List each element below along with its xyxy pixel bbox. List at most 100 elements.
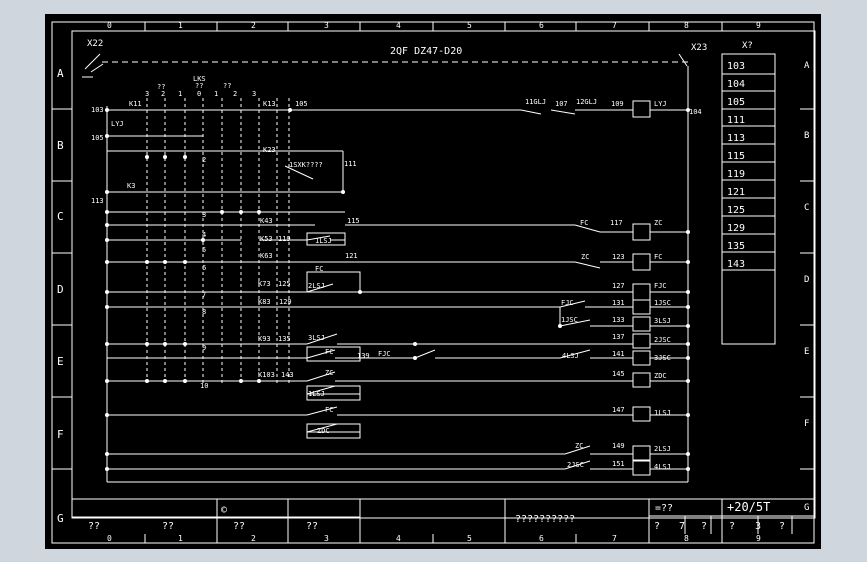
title-cell: ?? [88, 521, 100, 532]
wire-label: LYJ [111, 120, 124, 128]
col-label-top-9: 9 [756, 21, 761, 30]
wire-label: 129 [279, 298, 292, 306]
wire-label: 137 [612, 333, 625, 341]
title-block: © ?? ?? ?? ?? ?????????? =?? +20/5T ? 7 … [88, 500, 785, 532]
title-cell: ?? [306, 521, 318, 532]
switch-contact-label: 7 [202, 291, 206, 299]
row-label-left-c: C [57, 210, 64, 223]
col-label-top-8: 8 [684, 21, 689, 30]
switch-lks-sub: ?? [195, 82, 203, 90]
col-label-bottom-3: 3 [324, 534, 329, 543]
scale-label: =?? [655, 503, 673, 514]
wire-label: K13 [263, 100, 276, 108]
col-label-bottom-2: 2 [251, 534, 256, 543]
row-label-right-e: E [804, 347, 809, 357]
switch-pos-label: 1 [214, 90, 218, 98]
wire-label: 117 [610, 219, 623, 227]
row-labels: A B C D E F G A B C D E F G [57, 61, 810, 525]
terminal-item: 113 [727, 133, 745, 144]
row-label-right-c: C [804, 203, 809, 213]
wire-label: 111 [344, 160, 357, 168]
wire-label: 113 [91, 197, 104, 205]
row-label-right-b: B [804, 131, 809, 141]
switch-contact-label: 3 [202, 211, 206, 219]
row-label-left-a: A [57, 67, 64, 80]
wire-label: 4LSJ [562, 352, 579, 360]
row-label-right-f: F [804, 419, 809, 429]
col-label-top-7: 7 [612, 21, 617, 30]
wire-label: K63 [260, 252, 273, 260]
wire-label: 2LSJ [308, 282, 325, 290]
switch-pos-label: ?? [157, 83, 165, 91]
terminal-item: 115 [727, 151, 745, 162]
wire-label: 3LSJ [654, 317, 671, 325]
wire-label: FC [580, 219, 588, 227]
wire-label: 115 [347, 217, 360, 225]
col-label-bottom-9: 9 [756, 534, 761, 543]
switch-pos-label: 3 [145, 90, 149, 98]
wire-label: K83 [258, 298, 271, 306]
terminal-item: 121 [727, 187, 745, 198]
terminal-block-title: X? [742, 41, 753, 51]
switch-contact-label: 6 [202, 264, 206, 272]
wire-label: K73 [258, 280, 271, 288]
switch-pos-label: 1 [178, 90, 182, 98]
col-label-top-4: 4 [396, 21, 401, 30]
wire-label: ZC [654, 219, 662, 227]
x23-switch-symbol [678, 53, 688, 67]
x22-switch-symbol [82, 53, 104, 78]
col-label-bottom-5: 5 [467, 534, 472, 543]
wire-label: 105 [91, 134, 104, 142]
col-label-top-3: 3 [324, 21, 329, 30]
wire-label: ZC [575, 442, 583, 450]
wire-label: FC [315, 265, 323, 273]
switch-contact-label: 8 [202, 308, 206, 316]
wire-label: 12GLJ [576, 98, 597, 106]
wire-label: 107 [555, 100, 568, 108]
terminal-item: 105 [727, 97, 745, 108]
col-label-top-0: 0 [107, 21, 112, 30]
col-label-bottom-1: 1 [178, 534, 183, 543]
row-label-left-g: G [57, 512, 64, 525]
x23-label: X23 [691, 43, 707, 53]
terminal-item: 135 [727, 241, 745, 252]
wire-label: 109 [611, 100, 624, 108]
col-label-top-1: 1 [178, 21, 183, 30]
terminal-block-frame [721, 53, 776, 345]
x22-label: X22 [87, 39, 103, 49]
wire-label: 143 [281, 371, 294, 379]
wire-label: FJC [654, 282, 667, 290]
col-label-top-2: 2 [251, 21, 256, 30]
switch-pos-label: 3 [252, 90, 256, 98]
copyright-mark: © [221, 505, 228, 516]
wire-label: 147 [612, 406, 625, 414]
terminal-item: 111 [727, 115, 745, 126]
title-cell: ?? [162, 521, 174, 532]
terminal-item: 125 [727, 205, 745, 216]
wire-label: 127 [612, 282, 625, 290]
wire-label: 149 [612, 442, 625, 450]
wire-label: 125 [278, 280, 291, 288]
wire-label: 105 [295, 100, 308, 108]
wire-label: 123 [612, 253, 625, 261]
switch-contact-label: 4 [202, 231, 206, 239]
switch-contact-label: 10 [200, 382, 208, 390]
wire-label: K3 [127, 182, 135, 190]
row-label-left-b: B [57, 139, 64, 152]
drawing-title: ?????????? [515, 514, 575, 525]
switch-pos-label: 2 [161, 90, 165, 98]
wire-label: 4LSJ [654, 463, 671, 471]
ruler-labels: 0 1 2 3 4 5 6 7 8 9 0 1 2 3 4 5 6 7 8 9 [107, 21, 761, 543]
row-label-right-a: A [804, 61, 810, 71]
wire-label: ZDC [317, 427, 330, 435]
switch-lks-label: LKS [193, 75, 206, 83]
wire-label: LYJ [654, 100, 667, 108]
outer-frame [51, 21, 815, 544]
col-label-bottom-7: 7 [612, 534, 617, 543]
wire-label: 139 [357, 352, 370, 360]
wire-label: 141 [612, 350, 625, 358]
wire-label: 1SXK???? [289, 161, 323, 169]
breaker-label: 2QF DZ47-D20 [390, 46, 462, 57]
switch-pos-label: 2 [233, 90, 237, 98]
